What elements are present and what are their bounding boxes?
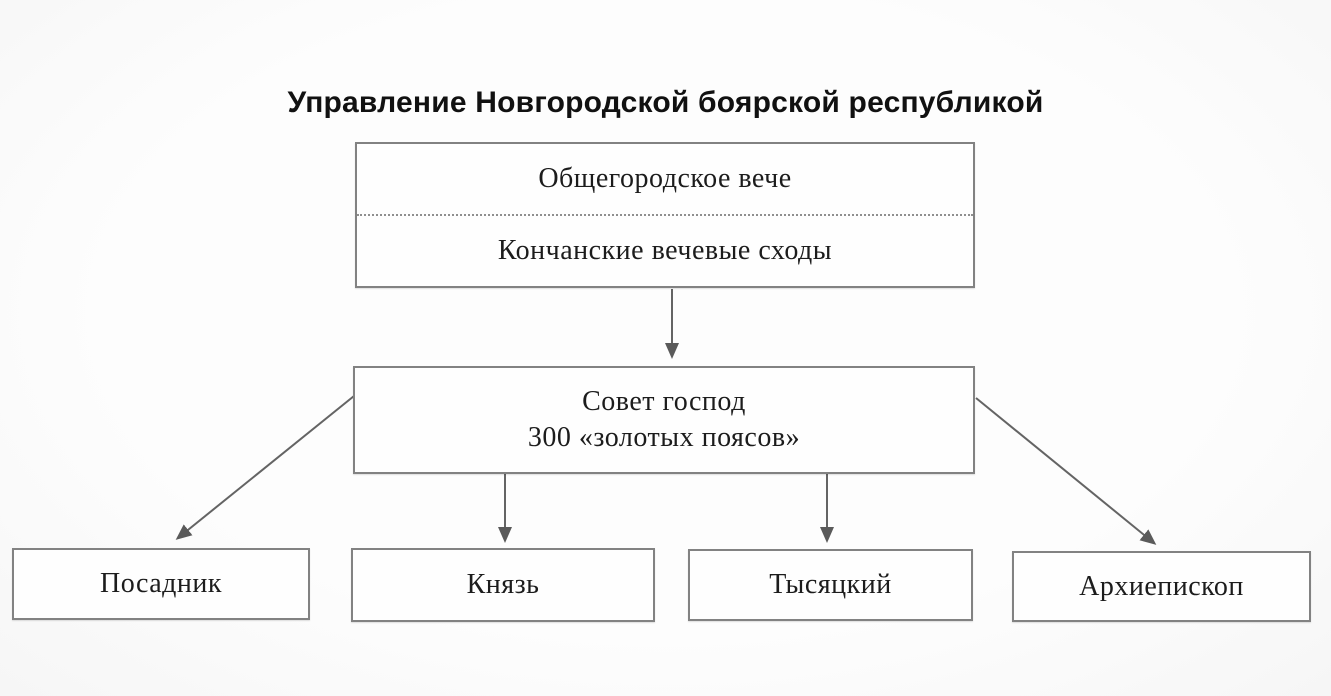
official-box-knyaz: Князь: [351, 548, 655, 622]
knyaz-label: Князь: [466, 569, 540, 600]
city-veche-label: Общегородское вече: [538, 163, 792, 194]
official-box-archbishop: Архиепископ: [1012, 551, 1311, 622]
official-box-tysyatsky: Тысяцкий: [688, 549, 973, 621]
archbishop-label: Архиепископ: [1079, 570, 1244, 602]
council-label-line2: 300 «золотых поясов»: [527, 422, 801, 453]
official-box-posadnik: Посадник: [12, 548, 310, 620]
tysyatsky-label: Тысяцкий: [769, 569, 892, 600]
veche-box: Общегородское вече Кончанские вечевые сх…: [355, 142, 975, 288]
diagram-title: Управление Новгородской боярской республ…: [287, 86, 1044, 119]
konchan-veche-label: Кончанские вечевые сходы: [497, 235, 833, 266]
arrow-council-to-posadnik: [175, 395, 355, 540]
posadnik-label: Посадник: [100, 568, 222, 599]
council-label-line1: Совет господ: [582, 386, 746, 417]
dotted-divider: [357, 214, 973, 216]
council-box: Совет господ 300 «золотых поясов»: [353, 366, 975, 474]
arrow-council-to-archbishop: [975, 397, 1157, 545]
